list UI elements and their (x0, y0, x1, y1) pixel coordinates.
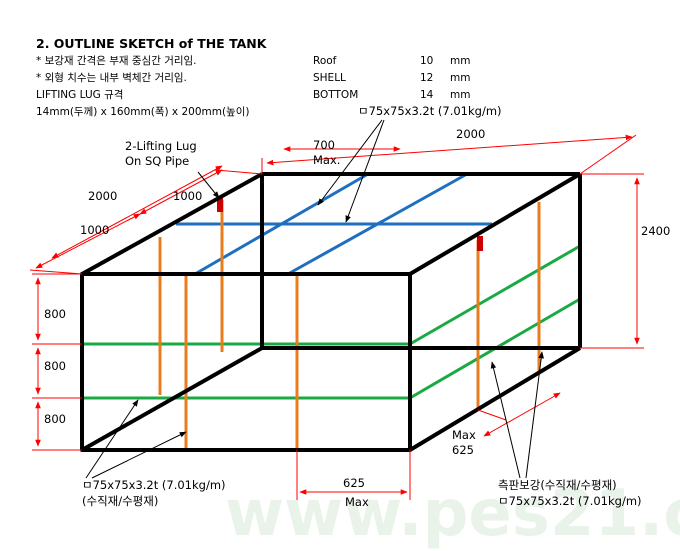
thickness-value-shell: 12 (420, 72, 433, 84)
label-side-spacing-value: 625 (452, 443, 474, 457)
thickness-table: Roof 10 mm SHELL 12 mm BOTTOM 14 mm (313, 55, 470, 101)
dim-left-half-b (139, 169, 223, 215)
hidden-edge-left-bottom (81, 346, 263, 452)
label-left-half-b: 1000 (173, 189, 202, 203)
label-roof-spacing-max: Max. (313, 153, 340, 167)
label-height: 2400 (641, 224, 670, 238)
label-side-spacing-max: Max (452, 428, 476, 442)
thickness-unit-roof: mm (450, 55, 470, 67)
thickness-part-bottom: BOTTOM (313, 89, 358, 101)
label-roof-spacing-value: 700 (313, 138, 335, 152)
callout-side-member-line-1: 측판보강(수직재/수평재) (498, 478, 617, 492)
lifting-lug-right (477, 236, 483, 251)
horizontal-stiffeners (82, 244, 581, 400)
leader-lifting-lug (197, 171, 220, 199)
leader-side-member-1 (490, 361, 521, 479)
leader-side-member-2 (525, 351, 544, 479)
roof-stiffener-long-2 (287, 172, 468, 276)
callout-side-member-line-2: ㅁ75x75x3.2t (7.01kg/m) (498, 494, 642, 508)
thickness-unit-shell: mm (450, 72, 470, 84)
roof-edge-right (408, 172, 582, 276)
label-bottom-spacing-max: Max (345, 495, 369, 509)
leader-roof-member-2 (345, 119, 385, 223)
note-line-4: 14mm(두께) x 160mm(폭) x 200mm(높이) (36, 106, 249, 118)
roof-stiffeners (176, 172, 492, 276)
callout-front-member-line-2: (수직재/수평재) (82, 494, 158, 508)
page-title: 2. OUTLINE SKETCH of THE TANK (36, 36, 268, 51)
leader-roof-member-1 (317, 119, 383, 206)
callout-front-member-line-1: ㅁ75x75x3.2t (7.01kg/m) (82, 478, 226, 492)
dimension-labels: 2000 700 Max. 2000 1000 1000 800 800 800… (44, 127, 670, 509)
label-tier-1: 800 (44, 307, 66, 321)
header: 2. OUTLINE SKETCH of THE TANK * 보강재 간격은 … (36, 36, 268, 118)
thickness-unit-bottom: mm (450, 89, 470, 101)
label-top-width: 2000 (456, 127, 485, 141)
tank-frame (80, 172, 582, 452)
callout-labels: 2-Lifting Lug On SQ Pipe ㅁ75x75x3.2t (7.… (82, 104, 642, 508)
dim-top-width (266, 134, 633, 166)
note-line-3: LIFTING LUG 규격 (36, 88, 123, 101)
note-line-1: * 보강재 간격은 부재 중심간 거리임. (36, 54, 197, 67)
dim-side-spacing (483, 392, 561, 437)
thickness-value-bottom: 14 (420, 89, 434, 101)
thickness-part-shell: SHELL (313, 72, 346, 84)
callout-roof-member: ㅁ75x75x3.2t (7.01kg/m) (358, 104, 502, 118)
callout-lifting-lug-line-2: On SQ Pipe (125, 154, 189, 168)
side-horizontal-upper (409, 244, 581, 346)
leader-lines (85, 119, 544, 479)
bottom-edge-right (408, 346, 582, 452)
note-line-2: * 외형 치수는 내부 벽체간 거리임. (36, 71, 187, 84)
dimension-lines (29, 134, 644, 500)
thickness-value-roof: 10 (420, 55, 433, 67)
label-left-depth: 2000 (88, 189, 117, 203)
dim-left-half-a (35, 213, 141, 269)
label-bottom-spacing-value: 625 (343, 476, 365, 490)
label-tier-2: 800 (44, 359, 66, 373)
thickness-part-roof: Roof (313, 55, 337, 67)
leader-front-member-2 (91, 431, 187, 479)
leader-front-member-1 (85, 399, 139, 479)
roof-stiffener-long-1 (194, 172, 369, 276)
label-tier-3: 800 (44, 412, 66, 426)
label-left-half-a: 1000 (80, 223, 109, 237)
callout-lifting-lug-line-1: 2-Lifting Lug (125, 139, 197, 153)
